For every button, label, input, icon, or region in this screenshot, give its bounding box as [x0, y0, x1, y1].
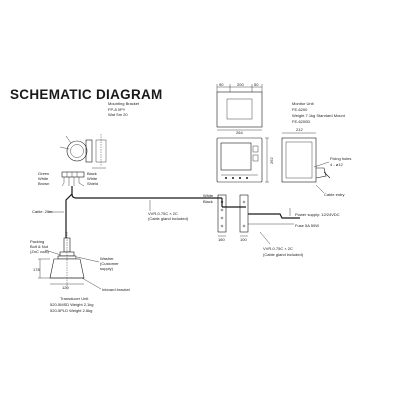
- dim-120-label: 120: [62, 285, 69, 290]
- monitor-front-view-group: 262: [216, 137, 274, 183]
- bracket-leader-2: [59, 146, 70, 150]
- monitor-weight-label: Weight 7.1kg Standard Mount: [292, 113, 346, 118]
- monitor-key-4: [246, 177, 248, 179]
- brown-wire-label: Brown: [38, 181, 49, 186]
- dim-top-left-label: 90: [219, 82, 224, 87]
- transducer-cable-line: [65, 193, 73, 238]
- dim-depth-side-label: 100: [240, 237, 247, 242]
- monitor-model-label: FE-6200: [292, 107, 308, 112]
- dim-178-label: 178: [33, 267, 40, 272]
- terminal-block-shape: [61, 171, 85, 178]
- bracket-knob-inner: [70, 144, 84, 158]
- washer-sub2-label: supply): [100, 266, 114, 271]
- transducer-group: Packing Bolt & Nut (ZnC coat) 178 120 Wa…: [30, 232, 131, 313]
- power-cable-label: VVR-0.75C × 2C: [263, 246, 293, 251]
- washer-sub-label: (Customer: [100, 261, 119, 266]
- monitor-cable-entry-shape: [315, 167, 327, 179]
- hull-label: Inboard bracket: [102, 287, 131, 292]
- junction-plate-right: [239, 194, 249, 233]
- monitor-unit-label: Monitor Unit: [292, 101, 314, 106]
- monitor-screen: [220, 142, 252, 171]
- power-cable-sub-label: (Cable gland included): [263, 252, 304, 257]
- monitor-side-housing: [281, 137, 317, 183]
- page-title: SCHEMATIC DIAGRAM: [10, 87, 163, 102]
- dim-height-label: 262: [269, 157, 274, 164]
- terminal-block-group: Black White Shield Green White Brown: [38, 171, 98, 187]
- bracket-sub-label: Wat Sm 20: [108, 112, 128, 117]
- cable-entry-label: Cable entry: [324, 192, 344, 197]
- shield-wire-label: Shield: [87, 181, 98, 186]
- transducer-alt-label: 520-5PLD Weight 2.6kg: [50, 308, 92, 313]
- cable-length-label: Cable: 20m: [32, 209, 53, 214]
- monitor-knob-top: [252, 145, 259, 153]
- monitor-front-housing: [216, 137, 263, 183]
- packing-sub2-label: (ZnC coat): [30, 249, 50, 254]
- washer-label: Washer: [100, 256, 114, 261]
- monitor-alt-label: FE-6200D: [292, 119, 310, 124]
- dim-depth-label: 212: [296, 127, 303, 132]
- dim-width-label: 264: [236, 130, 243, 135]
- bracket-leader-1: [65, 135, 72, 144]
- black-junction-label: Black: [203, 199, 213, 204]
- monitor-side-view-group: Monitor Unit FE-6200 Weight 7.1kg Standa…: [281, 101, 351, 197]
- white-wire-left-label: White: [38, 176, 49, 181]
- bracket-knob-shape: [66, 140, 88, 162]
- transducer-model-label: 520-5MSD Weight 2.1kg: [50, 302, 94, 307]
- main-cable-label: VVR-0.75C × 2C: [148, 211, 178, 216]
- junction-plate-left: [217, 194, 227, 233]
- monitor-top-view-group: 90 200 50 264: [216, 82, 263, 135]
- power-supply-label: Power supply: 12/24VDC: [295, 212, 340, 217]
- monitor-key-2: [232, 177, 234, 179]
- bracket-side-view: [95, 139, 107, 163]
- dim-top-right-label: 50: [254, 82, 259, 87]
- packing-label: Packing: [30, 239, 44, 244]
- fixing-holes-label: Fixing holes: [330, 156, 351, 161]
- white-junction-label: White: [203, 193, 214, 198]
- dim-depth-front-label: 160: [218, 237, 225, 242]
- monitor-top-view-inner: [226, 98, 253, 120]
- monitor-knob-mid: [252, 154, 259, 162]
- green-wire-label: Green: [38, 171, 49, 176]
- main-cable-group: VVR-0.75C × 2C (Cable gland included) Ca…: [32, 186, 222, 238]
- monitor-top-view-shape: [216, 91, 263, 128]
- dim-top-mid-label: 200: [237, 82, 244, 87]
- main-cable-sub-label: (Cable gland included): [148, 216, 189, 221]
- power-supply-sub-label: Fuse 5A 50W: [295, 223, 319, 228]
- bracket-plate-shape: [85, 139, 93, 163]
- monitor-key-1: [225, 177, 227, 179]
- bracket-part-label: FP-8 0PY: [108, 107, 126, 112]
- monitor-key-3: [239, 177, 241, 179]
- transducer-unit-label: Transducer Unit: [60, 296, 89, 301]
- main-cable-line: [71, 186, 222, 199]
- monitor-side-inner: [285, 141, 313, 179]
- power-cable-line: [248, 213, 300, 219]
- packing-sub-label: Bolt & Nut: [30, 244, 49, 249]
- junction-group: White Black 160 100: [203, 193, 249, 242]
- mounting-bracket-group: Mounting Bracket FP-8 0PY Wat Sm 20: [59, 101, 140, 169]
- fixing-holes-sub-label: 4 - ø12: [330, 162, 343, 167]
- white-wire-label: White: [87, 176, 98, 181]
- power-cable-group: Power supply: 12/24VDC Fuse 5A 50W VVR-0…: [248, 208, 340, 257]
- black-wire-label: Black: [87, 171, 97, 176]
- mounting-bracket-label: Mounting Bracket: [108, 101, 140, 106]
